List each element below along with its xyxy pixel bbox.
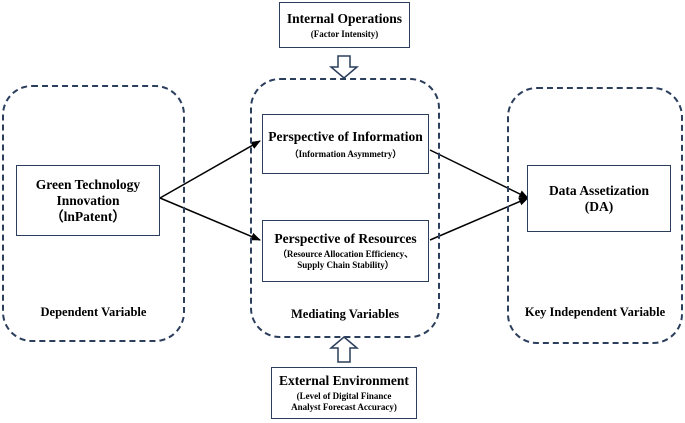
data-assetization-box: Data Assetization (DA) [527,165,671,232]
perspective-resources-box: Perspective of Resources （Resource Alloc… [262,220,429,282]
dependent-variable-group [2,85,185,342]
arrow-gti-to-information [159,140,261,199]
internal-operations-box: Internal Operations (Factor Intensity) [279,2,410,48]
hollow-arrow-up-icon [328,336,360,363]
resources-subtitle-line2: Supply Chain Stability） [297,260,394,270]
resources-subtitle-line1: （Resource Allocation Efficiency、 [277,249,414,259]
perspective-information-box: Perspective of Information （Information … [262,114,429,174]
external-environment-box: External Environment (Level of Digital F… [271,367,417,419]
da-line1: Data Assetization [548,182,650,198]
external-environment-subtitle-line2: Analyst Forecast Accuracy) [291,402,397,412]
arrow-gti-to-resources [159,197,261,241]
dependent-variable-label: Dependent Variable [40,305,147,319]
key-independent-variable-group [507,87,683,344]
da-line2: (DA) [584,198,614,214]
green-technology-innovation-box: Green Technology Innovation （lnPatent） [16,165,160,236]
hollow-arrow-down-icon [328,55,360,79]
external-environment-title: External Environment [279,373,409,388]
gti-line3: （lnPatent） [50,208,126,224]
internal-operations-subtitle: (Factor Intensity) [310,28,379,39]
information-subtitle: （Information Asymmetry） [289,148,402,159]
information-title: Perspective of Information [268,128,423,144]
arrow-information-to-da [429,149,529,199]
mediating-variables-label: Mediating Variables [291,307,399,321]
arrow-resources-to-da [429,197,529,241]
key-independent-variable-label: Key Independent Variable [524,305,666,319]
gti-line1: Green Technology [35,176,141,192]
resources-title: Perspective of Resources [274,231,417,246]
external-environment-subtitle-line1: (Level of Digital Finance [296,391,392,401]
internal-operations-title: Internal Operations [286,10,403,26]
gti-line2: Innovation [56,192,120,208]
mediating-variables-group [250,78,440,338]
